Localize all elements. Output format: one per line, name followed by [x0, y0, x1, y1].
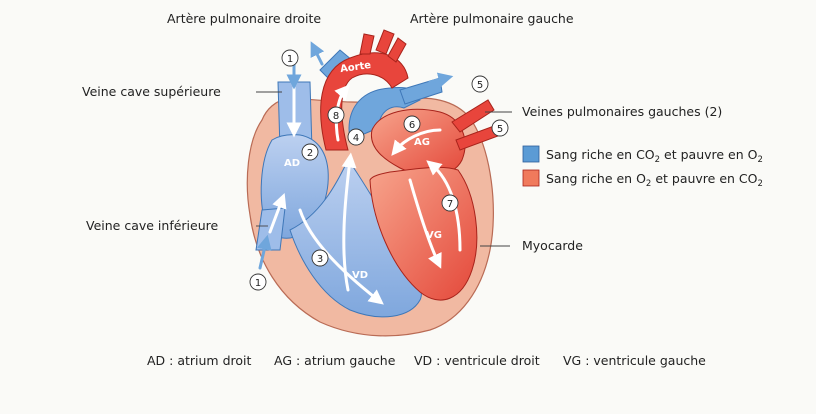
svg-text:5: 5 [497, 124, 503, 135]
external-arrows [257, 41, 454, 270]
svg-text:3: 3 [317, 254, 323, 265]
step-markers: 1 1 2 3 4 5 5 6 7 8 [249, 49, 509, 291]
myocarde-label: Myocarde [522, 238, 583, 253]
legend-red-swatch [522, 169, 540, 187]
svg-text:2: 2 [307, 148, 313, 159]
aorta-branches [359, 29, 407, 63]
footer-ad: AD : atrium droit [147, 353, 251, 368]
svg-text:8: 8 [333, 111, 339, 122]
artere-pulmonaire-droite-label: Artère pulmonaire droite [167, 11, 321, 26]
svg-text:1: 1 [255, 278, 261, 289]
svg-text:5: 5 [477, 80, 483, 91]
vd-label: VD [352, 270, 368, 281]
footer-legend: AD : atrium droit AG : atrium gauche VD … [147, 353, 706, 368]
legend-blue-text: Sang riche en CO2 et pauvre en O2 [546, 147, 763, 165]
footer-ag: AG : atrium gauche [274, 353, 396, 368]
footer-vg: VG : ventricule gauche [563, 353, 706, 368]
svg-text:7: 7 [447, 199, 453, 210]
svg-text:1: 1 [287, 54, 293, 65]
veines-pulmonaires-label: Veines pulmonaires gauches (2) [522, 104, 722, 119]
vg-label: VG [426, 230, 442, 241]
svg-text:4: 4 [353, 133, 359, 144]
veine-cave-inferieure-label: Veine cave inférieure [86, 218, 218, 233]
left-atrium-shape [370, 108, 466, 176]
veine-cave-superieure-label: Veine cave supérieure [82, 84, 221, 99]
legend-blue-swatch [522, 145, 540, 163]
footer-vd: VD : ventricule droit [414, 353, 540, 368]
legend-red-text: Sang riche en O2 et pauvre en CO2 [546, 171, 763, 189]
artere-pulmonaire-gauche-label: Artère pulmonaire gauche [410, 11, 574, 26]
aorte-label: Aorte [339, 60, 372, 75]
pulmonary-left-branch [399, 77, 443, 105]
ad-label: AD [284, 158, 300, 169]
svg-text:6: 6 [409, 120, 415, 131]
leader-lines [256, 91, 512, 247]
ag-label: AG [414, 137, 430, 148]
legend: Sang riche en CO2 et pauvre en O2 Sang r… [522, 145, 763, 189]
